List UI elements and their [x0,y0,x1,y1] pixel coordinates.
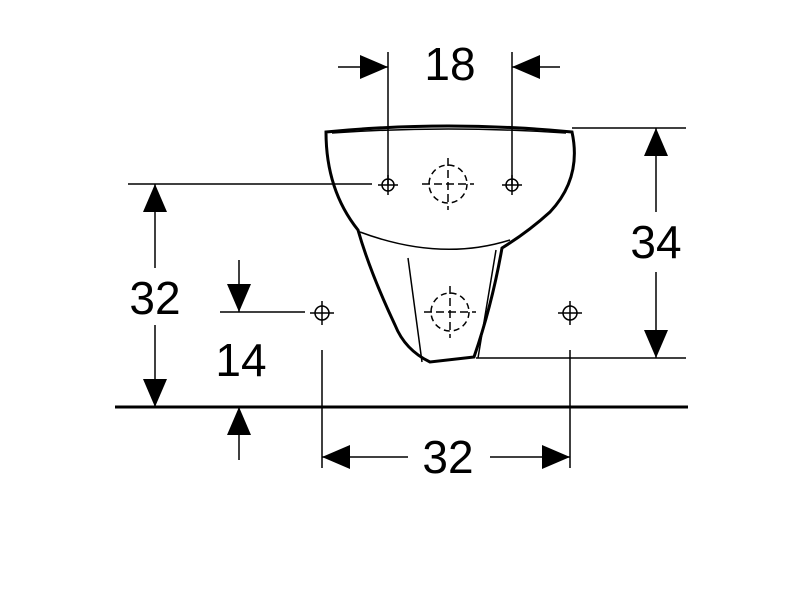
label-18: 18 [424,38,475,90]
label-32-left: 32 [129,272,180,324]
label-14: 14 [215,334,266,386]
lower-crosshair-left [310,301,334,325]
arrow-32-up [143,184,167,212]
bowl-rim-line [331,128,567,134]
arrow-18-right [512,55,540,79]
pedestal-outline [407,249,497,363]
arrow-32-down [143,379,167,407]
bracket-crosshair-right [502,175,522,195]
arrow-32-bottom-right [542,445,570,469]
label-34: 34 [630,216,681,268]
drain-crosshair [424,286,476,338]
arrow-14-down [227,284,251,312]
arrow-34-down [644,330,668,358]
arrow-34-up [644,128,668,156]
basin-inner-edge [359,231,511,250]
arrow-18-left [360,55,388,79]
arrow-14-up [227,407,251,435]
bracket-crosshair-left [378,175,398,195]
lower-crosshair-right [558,301,582,325]
center-top-crosshair [422,158,474,210]
arrow-32-bottom-left [322,445,350,469]
bowl-outline [324,124,576,364]
label-32-bottom: 32 [422,431,473,483]
